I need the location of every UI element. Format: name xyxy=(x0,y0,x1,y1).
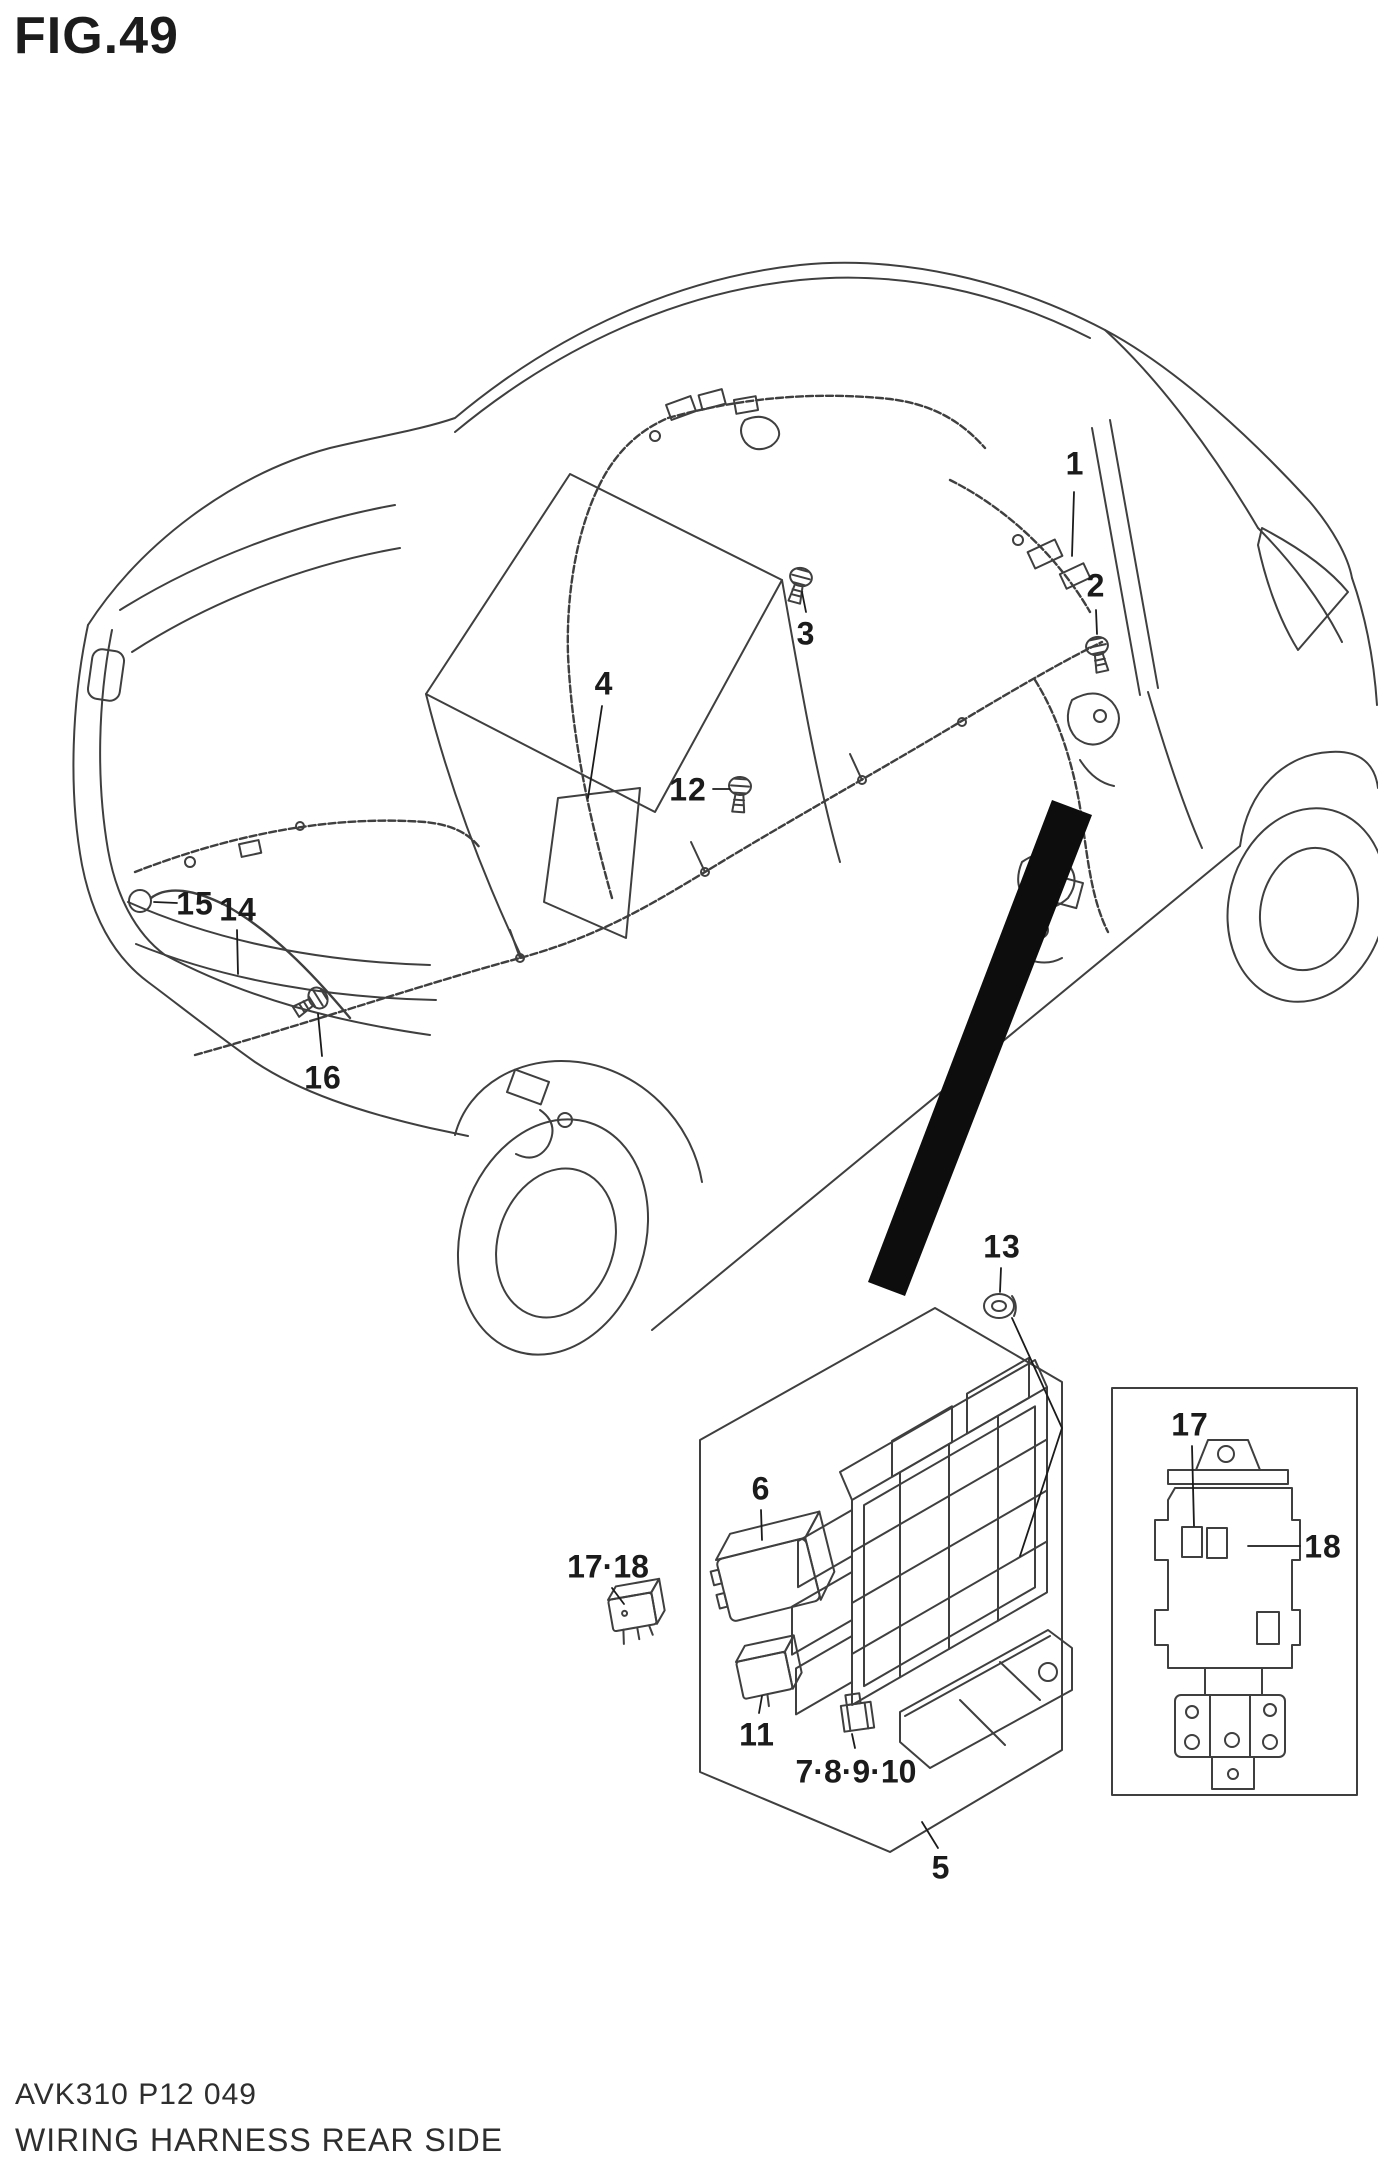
mini-fuse-icon-item7-10 xyxy=(839,1692,874,1732)
leader-lines xyxy=(154,492,1300,1848)
callout-16: 16 xyxy=(304,1059,342,1096)
callout-4: 4 xyxy=(594,665,614,702)
callout-detail-18: 18 xyxy=(1304,1528,1342,1565)
relay-slot-18 xyxy=(1207,1528,1227,1558)
car-wheels xyxy=(428,790,1378,1379)
relay-box-icon-item6 xyxy=(703,1512,840,1624)
callout-2: 2 xyxy=(1086,567,1106,604)
junction-block-icon xyxy=(792,1347,1072,1768)
callout-12: 12 xyxy=(669,771,707,808)
car-body-outline xyxy=(73,263,1378,1330)
callout-1: 1 xyxy=(1065,445,1085,482)
callout-14: 14 xyxy=(219,891,257,928)
footer: AVK310 P12 049 WIRING HARNESS REAR SIDE xyxy=(15,2078,503,2159)
grommet-icon-item13 xyxy=(984,1294,1016,1318)
callout-11: 11 xyxy=(739,1716,775,1753)
pointer-arrow-icon xyxy=(868,800,1092,1296)
relay-slot-17 xyxy=(1182,1527,1202,1557)
callout-5: 5 xyxy=(931,1849,951,1886)
wiring-harness-lines xyxy=(135,396,1108,1055)
callout-17-18: 17·18 xyxy=(567,1548,649,1585)
bolt-icon-item3 xyxy=(784,565,814,605)
bolt-icon-item16 xyxy=(290,984,331,1021)
callout-13: 13 xyxy=(983,1228,1021,1265)
ring-clip-icon-item15 xyxy=(129,890,151,912)
bolt-icon-item2 xyxy=(1084,635,1113,674)
figure-caption: WIRING HARNESS REAR SIDE xyxy=(15,2122,504,2158)
micro-relay-icon-item11 xyxy=(733,1635,807,1710)
callout-6: 6 xyxy=(751,1470,771,1507)
callout-15: 15 xyxy=(176,885,214,922)
callout-7-8-9-10: 7·8·9·10 xyxy=(795,1753,917,1790)
car-windows xyxy=(426,474,1348,938)
figure-number: FIG.49 xyxy=(14,7,179,65)
micro-relay-icon-item17-18 xyxy=(606,1579,669,1645)
part-code: AVK310 P12 049 xyxy=(15,2078,257,2111)
callout-3: 3 xyxy=(796,615,816,652)
callout-detail-17: 17 xyxy=(1171,1406,1209,1443)
detail-hexagon-border xyxy=(700,1308,1062,1852)
bolt-icon-item12 xyxy=(727,776,751,812)
detail-box xyxy=(1112,1388,1357,1795)
